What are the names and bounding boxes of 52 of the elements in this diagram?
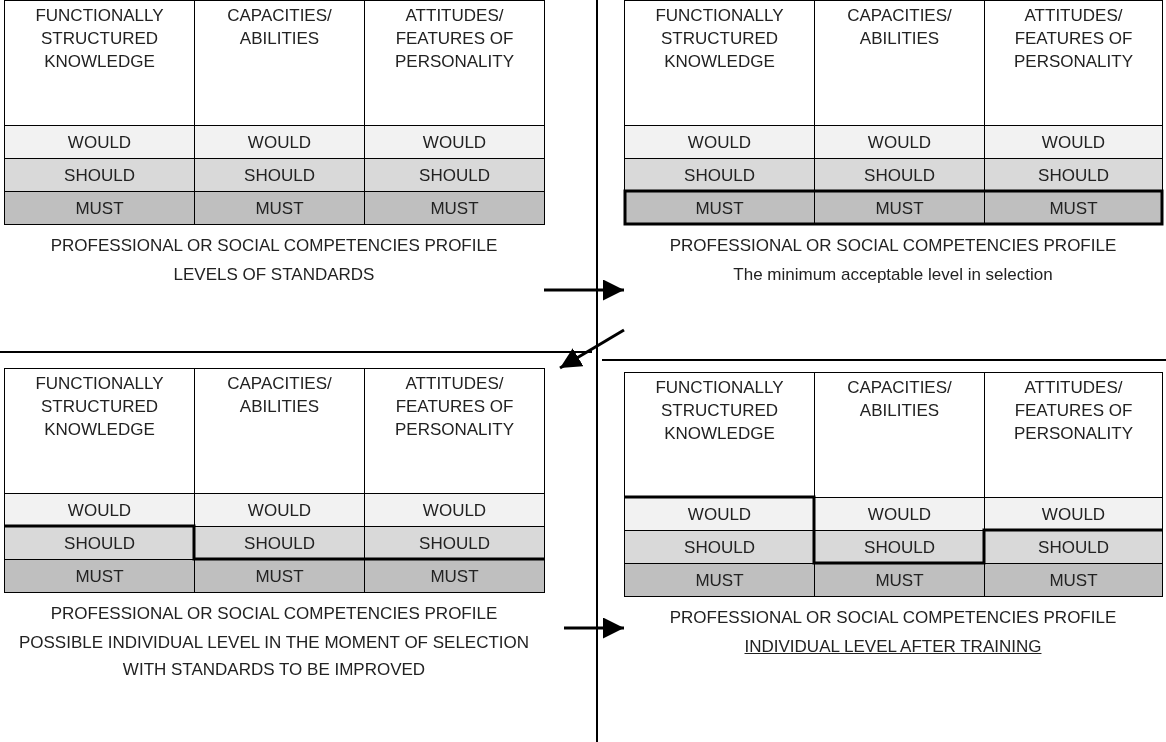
level-cell: WOULD (814, 497, 985, 531)
level-cell: SHOULD (624, 158, 815, 192)
level-cell: MUST (4, 191, 195, 225)
level-cell: WOULD (194, 493, 365, 527)
header-cell: FUNCTIONALLY STRUCTURED KNOWLEDGE (624, 372, 815, 498)
arrow (564, 617, 624, 639)
caption-text: PROFESSIONAL OR SOCIAL COMPETENCIES PROFILE (49, 235, 499, 257)
level-cell: SHOULD (814, 530, 985, 564)
caption-text: PROFESSIONAL OR SOCIAL COMPETENCIES PROFILE (49, 603, 499, 625)
level-cell: WOULD (4, 125, 195, 159)
arrow (544, 279, 624, 301)
caption-text: The minimum acceptable level in selection (732, 264, 1054, 286)
caption-text: PROFESSIONAL OR SOCIAL COMPETENCIES PROFILE (668, 607, 1118, 629)
level-cell: MUST (194, 191, 365, 225)
level-cell: WOULD (624, 125, 815, 159)
header-cell: ATTITUDES/ FEATURES OF PERSONALITY (364, 368, 545, 494)
header-cell: ATTITUDES/ FEATURES OF PERSONALITY (364, 0, 545, 126)
level-cell: SHOULD (194, 158, 365, 192)
level-cell: WOULD (194, 125, 365, 159)
level-cell: WOULD (984, 125, 1163, 159)
arrow (559, 328, 625, 370)
level-cell: MUST (364, 559, 545, 593)
level-cell: WOULD (364, 125, 545, 159)
caption-text: INDIVIDUAL LEVEL AFTER TRAINING (743, 636, 1043, 658)
caption-text: POSSIBLE INDIVIDUAL LEVEL IN THE MOMENT OF SELECTION WITH STANDARDS TO BE IMPROVED (17, 632, 531, 682)
level-cell: SHOULD (4, 158, 195, 192)
level-cell: WOULD (4, 493, 195, 527)
level-cell: SHOULD (194, 526, 365, 560)
level-cell: MUST (814, 563, 985, 597)
header-cell: FUNCTIONALLY STRUCTURED KNOWLEDGE (624, 0, 815, 126)
header-cell: FUNCTIONALLY STRUCTURED KNOWLEDGE (4, 368, 195, 494)
level-cell: MUST (194, 559, 365, 593)
level-cell: SHOULD (984, 158, 1163, 192)
level-cell: WOULD (984, 497, 1163, 531)
level-cell: WOULD (814, 125, 985, 159)
level-cell: MUST (4, 559, 195, 593)
header-cell: ATTITUDES/ FEATURES OF PERSONALITY (984, 372, 1163, 498)
level-cell: SHOULD (364, 526, 545, 560)
level-cell: MUST (624, 563, 815, 597)
level-cell: MUST (984, 563, 1163, 597)
level-cell: SHOULD (624, 530, 815, 564)
level-cell: WOULD (624, 497, 815, 531)
caption-text: LEVELS OF STANDARDS (172, 264, 376, 286)
level-cell: MUST (364, 191, 545, 225)
level-cell: SHOULD (4, 526, 195, 560)
level-cell: SHOULD (364, 158, 545, 192)
level-cell: WOULD (364, 493, 545, 527)
level-cell: SHOULD (984, 530, 1163, 564)
header-cell: FUNCTIONALLY STRUCTURED KNOWLEDGE (4, 0, 195, 126)
level-cell: SHOULD (814, 158, 985, 192)
header-cell: ATTITUDES/ FEATURES OF PERSONALITY (984, 0, 1163, 126)
caption-text: PROFESSIONAL OR SOCIAL COMPETENCIES PROFILE (668, 235, 1118, 257)
